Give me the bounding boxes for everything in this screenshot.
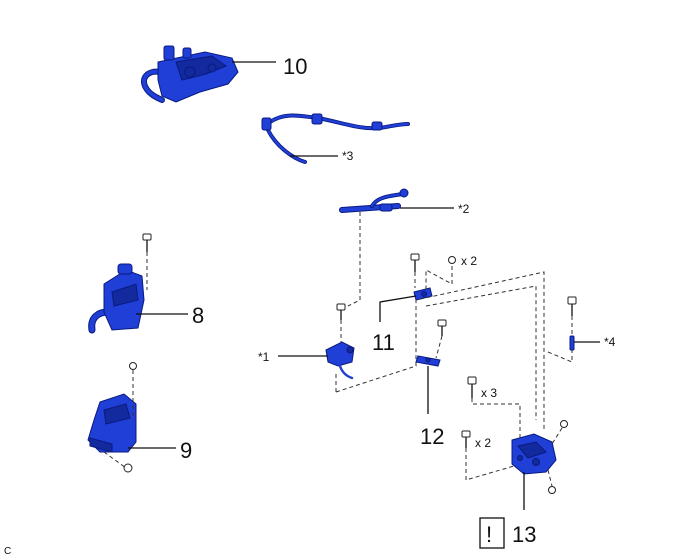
dash-network-a bbox=[335, 271, 545, 430]
bolt-part-13-x3 bbox=[467, 376, 477, 398]
label-part-8: 8 bbox=[192, 303, 204, 328]
bolt-part-12 bbox=[437, 319, 447, 336]
nut-part-11 bbox=[448, 256, 456, 264]
warning-icon: ! bbox=[486, 522, 492, 547]
dash-network-d bbox=[547, 346, 573, 363]
dash-network-b bbox=[425, 285, 537, 420]
dash-bolt-13-x3 bbox=[471, 398, 521, 438]
bolt-part-13-x2 bbox=[461, 430, 471, 448]
wire-harness-3 bbox=[261, 113, 410, 164]
bolt-part-11 bbox=[410, 253, 420, 272]
part-10-actuator-assembly bbox=[140, 45, 239, 103]
part-13-bracket-assembly bbox=[511, 433, 557, 475]
part-8-reservoir bbox=[88, 263, 145, 334]
note-2: *2 bbox=[458, 202, 470, 216]
part-12-bracket bbox=[415, 355, 441, 367]
nut-part-13-right bbox=[560, 420, 568, 428]
qty-nut-11: x 2 bbox=[461, 254, 477, 268]
label-part-13: 13 bbox=[512, 522, 536, 547]
label-part-9: 9 bbox=[180, 438, 192, 463]
note-3: *3 bbox=[342, 149, 354, 163]
bolt-sensor-1 bbox=[336, 303, 346, 320]
warning-box bbox=[479, 517, 505, 549]
qty-bolt-13-x3: x 3 bbox=[481, 386, 497, 400]
bolt-part-9-bottom bbox=[123, 463, 133, 473]
bolt-part-9-top bbox=[129, 362, 137, 370]
dash-bolt-12 bbox=[435, 335, 443, 359]
dash-sensor-1-to-2 bbox=[347, 212, 361, 307]
note-1: *1 bbox=[258, 350, 270, 364]
nut-part-13-bottom bbox=[548, 486, 556, 494]
corner-mark: C bbox=[4, 546, 11, 557]
leader-11 bbox=[379, 295, 417, 322]
dash-bolt-13-x2 bbox=[465, 448, 515, 481]
note-4: *4 bbox=[604, 335, 616, 349]
label-part-10: 10 bbox=[283, 54, 307, 79]
dash-nut-13-right bbox=[551, 427, 563, 445]
clip-4 bbox=[569, 335, 575, 351]
bolt-part-8 bbox=[142, 233, 152, 252]
part-9-bracket bbox=[87, 393, 137, 469]
dash-nut-11 bbox=[425, 266, 453, 290]
label-part-11: 11 bbox=[372, 330, 395, 355]
qty-bolt-13-x2: x 2 bbox=[475, 436, 491, 450]
label-part-12: 12 bbox=[420, 424, 444, 449]
sensor-1 bbox=[325, 341, 355, 380]
dash-nut-13-bottom bbox=[547, 469, 553, 487]
sensor-wire-2 bbox=[339, 188, 409, 213]
bolt-clip-4 bbox=[567, 296, 577, 316]
